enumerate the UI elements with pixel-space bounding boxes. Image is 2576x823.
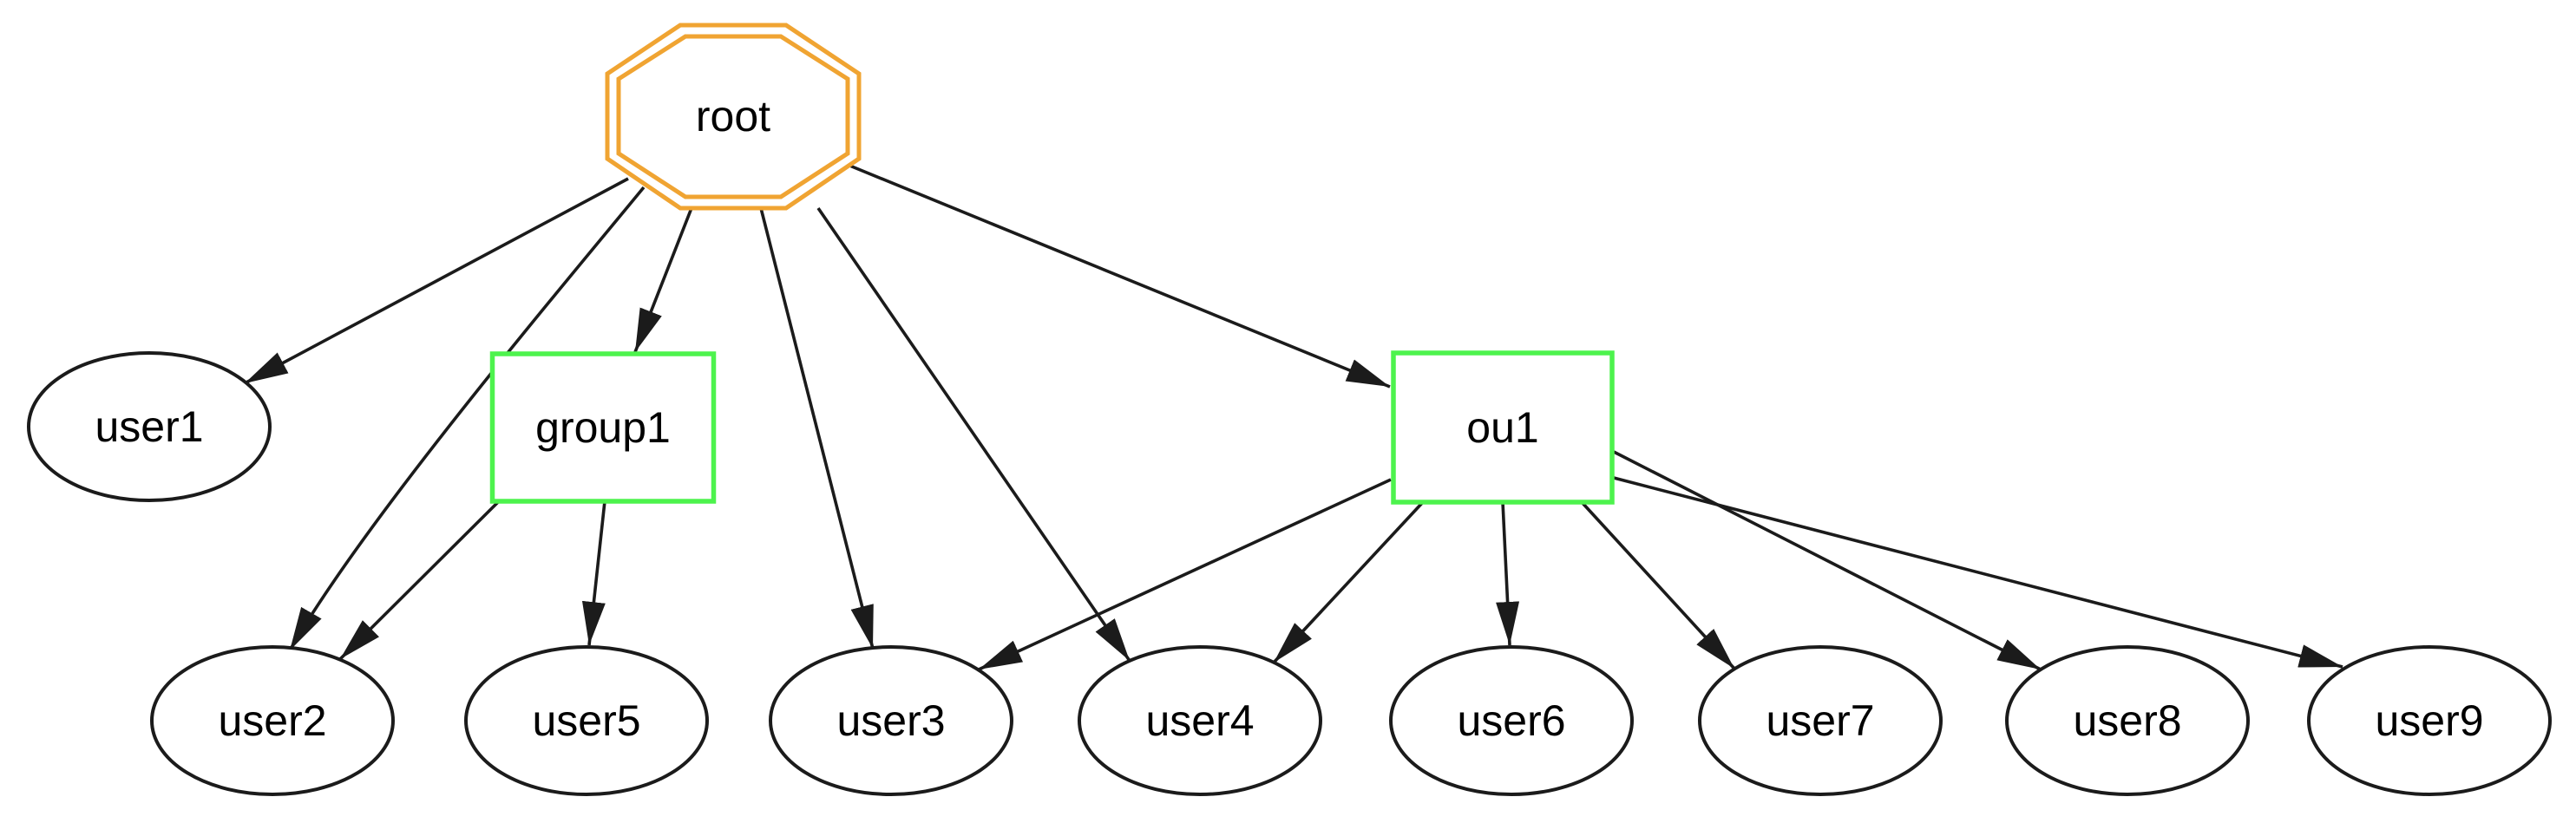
node-ou1-label: ou1 (1466, 403, 1538, 452)
edge-root-ou1 (847, 163, 1391, 389)
node-group1-shape (489, 351, 717, 504)
node-root-outer-octagon (605, 23, 862, 211)
node-user6-label: user6 (1457, 696, 1565, 745)
edge-ou1-user6 (1496, 501, 1520, 646)
node-user9-shape (2307, 645, 2552, 796)
node-user5-label: user5 (532, 696, 640, 745)
node-user2: user2 (150, 645, 395, 796)
node-group1: group1 (489, 351, 717, 504)
edge-ou1-user9 (1613, 476, 2343, 669)
node-user1-shape (27, 351, 272, 502)
node-user8-shape (2005, 645, 2250, 796)
nodes-layer: root user1 group1 ou1 user2 user5 user3 user4 us… (27, 23, 2552, 796)
node-ou1: ou1 (1391, 350, 1615, 505)
edge-group1-user5 (581, 500, 606, 646)
edge-group1-user2 (338, 500, 501, 661)
node-user1-label: user1 (95, 402, 203, 451)
node-root-label: root (696, 92, 770, 140)
edge-ou1-user8 (1613, 450, 2042, 671)
edge-root-user3 (759, 207, 875, 650)
node-root: root (605, 23, 862, 211)
node-user3: user3 (769, 645, 1013, 796)
edges-layer (244, 163, 2343, 671)
node-user8: user8 (2005, 645, 2250, 796)
node-user4-label: user4 (1145, 696, 1254, 745)
node-user8-label: user8 (2073, 696, 2181, 745)
edge-root-user2 (288, 186, 646, 651)
node-user7-shape (1698, 645, 1943, 796)
node-user5: user5 (464, 645, 709, 796)
node-user3-shape (769, 645, 1013, 796)
node-group1-label: group1 (535, 403, 671, 452)
edge-ou1-user3 (978, 478, 1392, 671)
edge-root-user4 (816, 206, 1131, 663)
node-user7-label: user7 (1766, 696, 1874, 745)
node-user6: user6 (1389, 645, 1634, 796)
edge-root-group1 (633, 207, 693, 353)
node-user3-label: user3 (836, 696, 945, 745)
node-user2-shape (150, 645, 395, 796)
node-ou1-shape (1391, 350, 1615, 505)
edge-ou1-user7 (1580, 500, 1736, 670)
node-root-inner-octagon (616, 34, 850, 199)
node-user4: user4 (1078, 645, 1322, 796)
node-user6-shape (1389, 645, 1634, 796)
node-user2-label: user2 (218, 696, 326, 745)
node-user1: user1 (27, 351, 272, 502)
edge-ou1-user4 (1272, 500, 1425, 664)
node-user9-label: user9 (2375, 696, 2483, 745)
node-user9: user9 (2307, 645, 2552, 796)
node-user7: user7 (1698, 645, 1943, 796)
node-user5-shape (464, 645, 709, 796)
edge-root-user1 (244, 177, 629, 385)
node-user4-shape (1078, 645, 1322, 796)
